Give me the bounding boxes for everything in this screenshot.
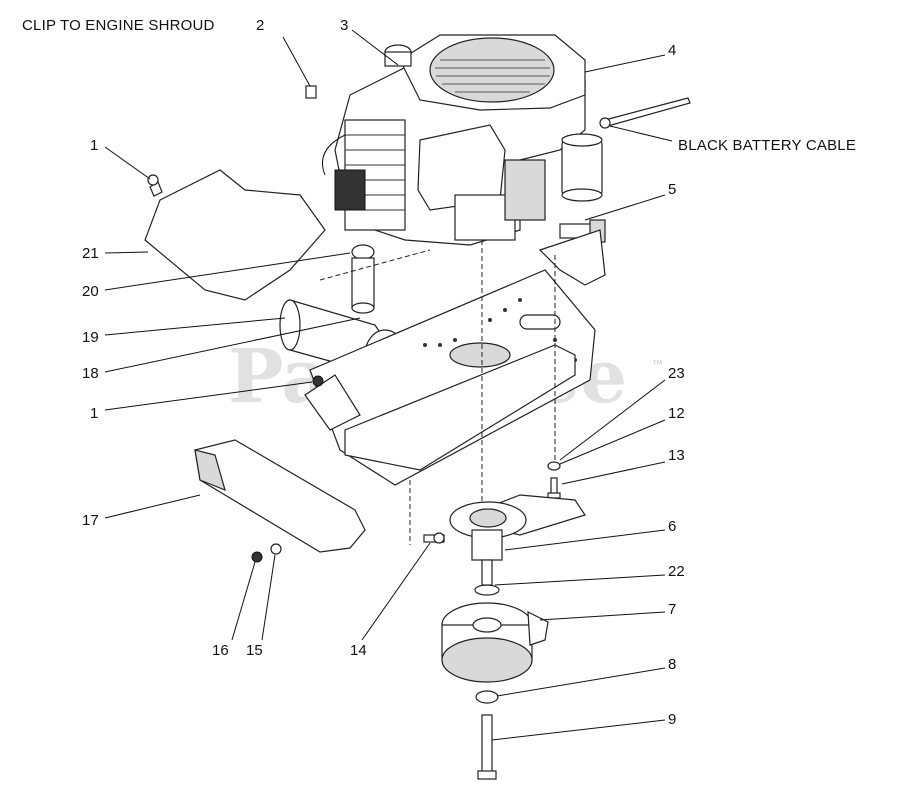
callout-13: 13 — [668, 447, 685, 464]
callout-9: 9 — [668, 711, 676, 728]
nut-16 — [251, 551, 263, 563]
bolt-9 — [477, 714, 497, 780]
washer-12 — [547, 461, 561, 471]
nut-bottom — [312, 375, 324, 387]
leader-lines — [104, 29, 673, 741]
label-black-battery-cable: BLACK BATTERY CABLE — [678, 137, 856, 154]
callout-8: 8 — [668, 656, 676, 673]
callout-5: 5 — [668, 181, 676, 198]
callout-20: 20 — [82, 283, 99, 300]
callout-1-top: 1 — [90, 137, 98, 154]
callout-18: 18 — [82, 365, 99, 382]
callout-22: 22 — [668, 563, 685, 580]
spacer-22 — [474, 559, 500, 596]
callout-14: 14 — [350, 642, 367, 659]
callout-4: 4 — [668, 42, 676, 59]
callout-21: 21 — [82, 245, 99, 262]
callout-17: 17 — [82, 512, 99, 529]
front-shield — [194, 439, 366, 553]
electric-clutch — [441, 602, 549, 683]
callout-23: 23 — [668, 365, 685, 382]
callout-3: 3 — [340, 17, 348, 34]
callout-1-bottom: 1 — [90, 405, 98, 422]
watermark-trademark: ™ — [652, 359, 663, 371]
callout-16: 16 — [212, 642, 229, 659]
engine-mount-plate — [309, 269, 596, 486]
front-bracket — [304, 374, 361, 431]
clip-part — [305, 85, 317, 99]
washer-8 — [475, 690, 499, 704]
callout-6: 6 — [668, 518, 676, 535]
exhaust-gasket — [351, 244, 375, 314]
callout-7: 7 — [668, 601, 676, 618]
engine-shroud — [144, 169, 326, 301]
battery-cable — [599, 97, 691, 129]
rear-bracket — [538, 229, 606, 286]
callout-2: 2 — [256, 17, 264, 34]
callout-12: 12 — [668, 405, 685, 422]
bolt-13 — [547, 477, 561, 499]
pulley — [449, 494, 586, 561]
callout-19: 19 — [82, 329, 99, 346]
bolt-top — [147, 174, 159, 186]
washer-15 — [270, 543, 282, 555]
bolt-14 — [423, 532, 445, 544]
label-clip-to-engine-shroud: CLIP TO ENGINE SHROUD — [22, 17, 215, 34]
callout-15: 15 — [246, 642, 263, 659]
engine — [322, 34, 603, 246]
